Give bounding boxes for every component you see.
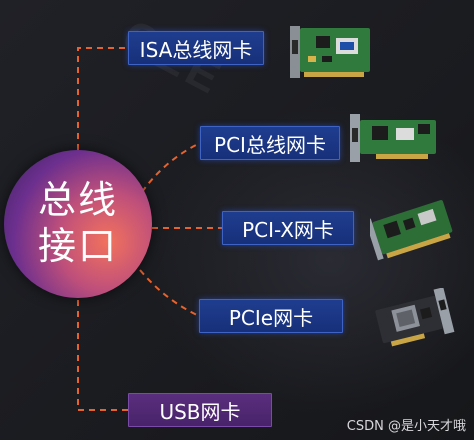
connector-usb	[77, 300, 128, 411]
connector-pcie	[139, 269, 200, 317]
hub-line-1: 总线	[37, 178, 118, 223]
pci-card-label: PCI总线网卡	[200, 126, 340, 160]
csdn-watermark: CSDN @是小天才哦	[346, 419, 466, 434]
isa-card-image	[290, 26, 370, 78]
connector-pci	[141, 142, 201, 193]
pci-card-image	[350, 114, 436, 162]
usb-card-label: USB网卡	[128, 393, 272, 427]
pcix-card-image	[370, 200, 453, 261]
connector-isa	[77, 47, 128, 150]
bus-interface-hub: 总线 接口	[4, 150, 152, 298]
pcix-card-label: PCI-X网卡	[222, 211, 354, 245]
isa-card-label: ISA总线网卡	[128, 31, 264, 65]
hub-line-2: 接口	[37, 224, 118, 268]
pcie-card-label: PCIe网卡	[199, 299, 343, 333]
pcie-card-image	[375, 288, 455, 347]
